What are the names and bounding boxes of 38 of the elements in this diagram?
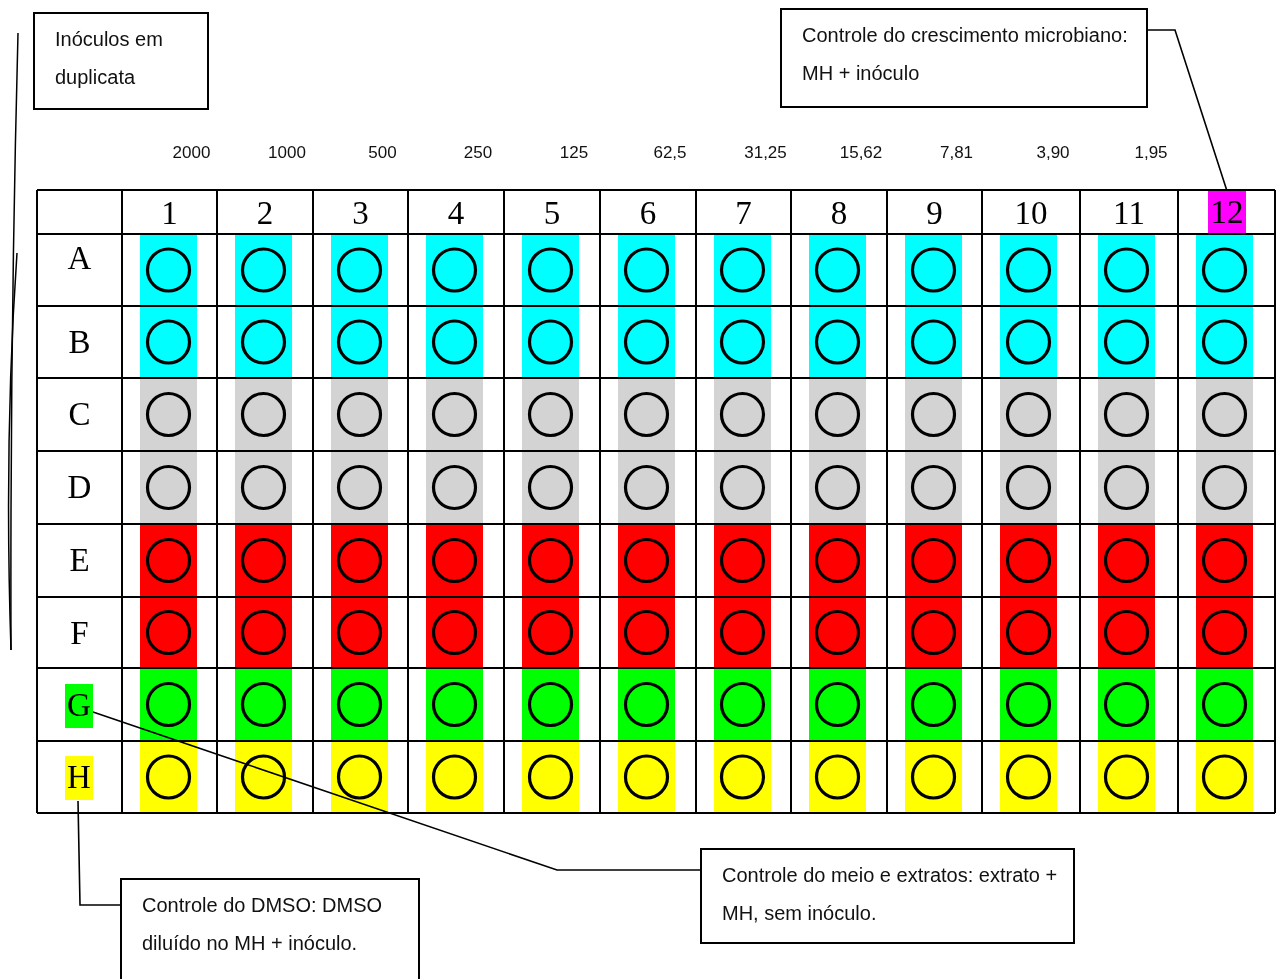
column-number: 9	[925, 194, 944, 233]
row-letter: B	[67, 323, 92, 362]
concentration-label: 3,90	[1036, 143, 1070, 163]
column-number: 5	[542, 194, 562, 233]
concentration-label: 250	[463, 143, 493, 163]
column-number: 7	[734, 194, 753, 233]
concentration-label: 1000	[268, 143, 306, 163]
concentration-label: 15,62	[839, 143, 883, 163]
concentration-label: 500	[368, 143, 397, 163]
row-letter: E	[68, 541, 91, 580]
column-number: 8	[829, 194, 849, 233]
column-number: 3	[351, 194, 370, 233]
leader-line	[1147, 29, 1228, 192]
row-letter: H	[65, 756, 93, 800]
row-letter: G	[65, 684, 93, 728]
column-number: 11	[1112, 194, 1146, 233]
column-number: 12	[1208, 191, 1246, 233]
column-number: 10	[1013, 194, 1049, 233]
column-number: 2	[255, 194, 275, 233]
callout-box: Controle do meio e extratos: extrato + MH, sem inóculo.	[700, 848, 1075, 944]
column-number: 1	[160, 194, 179, 233]
row-letter: F	[69, 614, 90, 653]
column-number: 6	[638, 194, 658, 233]
concentration-label: 125	[559, 143, 589, 163]
leader-line	[92, 711, 701, 871]
row-letter: C	[67, 395, 92, 434]
concentration-label: 62,5	[653, 143, 687, 163]
callout-box: Inóculos em duplicata	[33, 12, 209, 110]
concentration-label: 31,25	[744, 143, 787, 163]
callout-box: Controle do crescimento microbiano: MH + inóculo	[780, 8, 1148, 108]
concentration-label: 2000	[172, 143, 211, 163]
concentration-label: 7,81	[939, 143, 974, 163]
row-letter: A	[66, 239, 93, 278]
callout-box: Controle do DMSO: DMSO diluído no MH + inóculo.	[120, 878, 420, 979]
column-number: 4	[446, 194, 466, 233]
concentration-label: 1,95	[1134, 143, 1168, 163]
leader-line	[77, 800, 121, 906]
row-letter: D	[66, 468, 93, 507]
